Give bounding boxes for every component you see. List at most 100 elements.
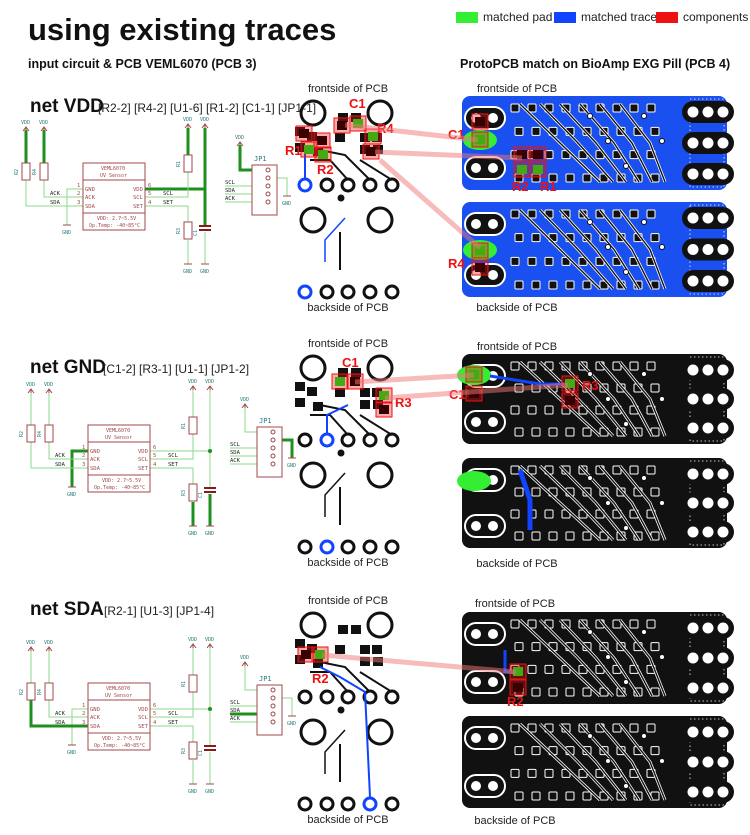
net-wire [145,205,189,222]
smd-pad [360,657,370,666]
pin-ack-label: ACK [90,715,101,721]
matched-pad [475,246,485,255]
frontside-label: frontside of PCB [477,341,557,353]
smd-pad [313,402,323,411]
connector-hole [687,682,699,694]
smd-pad [510,465,520,475]
smd-pad [629,103,639,113]
gnd-label: GND [287,463,296,469]
chip-desc: UV Sensor [105,693,132,699]
net-wire [150,467,194,484]
connector-hole [702,168,714,180]
trace [599,465,653,541]
pin-sda-label: SDA [85,204,96,210]
smd-pad [565,280,575,290]
net-wire [48,700,88,718]
smd-pad [514,791,524,801]
connector-hole [687,244,699,255]
connector-hole [702,244,714,255]
smd-pad [527,361,537,371]
trace [559,465,627,541]
net-label-ack: ACK [55,453,66,459]
via [587,113,593,119]
smd-pad [351,368,361,377]
header-pad [297,539,313,555]
via [623,163,629,169]
legend-label: components [683,10,749,24]
trace [559,723,627,801]
connector-hole [702,364,714,376]
pin-number: 3 [82,462,85,468]
connector-hole [687,106,699,118]
header-pad [340,689,356,705]
trace [310,159,349,181]
trace [539,723,614,801]
net-label-sda: SDA [50,200,61,206]
vdd-label: VDD [200,117,209,123]
via [659,244,665,250]
edge-pad [464,514,506,538]
via [641,219,647,225]
smd-pad [548,531,558,541]
component-pad [366,147,376,156]
pin-number: 3 [77,200,80,206]
pin-number: 6 [153,703,156,709]
match-connector [384,382,569,401]
connector-hole [687,622,699,634]
pin-vdd-label: VDD [138,707,148,713]
smd-pad [373,145,383,154]
smd-pad [335,388,345,397]
r4-label: R4 [37,689,43,695]
connector-hole [717,422,729,434]
edge-pad [464,212,506,236]
trace [619,361,666,437]
matched-pad [513,667,523,676]
trace [559,361,627,437]
smd-pad [372,388,382,397]
smd-pad [544,256,554,266]
trace [359,159,393,181]
vdd-label: VDD [183,117,192,123]
r2-label: R2 [19,431,25,437]
pin-set-label: SET [138,724,149,730]
r1-label: R1 [181,423,187,429]
legend-matched-pad: matched pad [456,10,552,24]
connector-hole [717,682,729,694]
chip-spec-temp: Op.Temp: -40~85°C [94,485,145,491]
connector-hole [702,497,714,509]
jp1-pin [265,175,271,181]
pin-gnd-label: GND [90,707,100,713]
jp1-body [256,684,283,736]
jp1-body [251,164,278,216]
pin-number: 5 [153,711,156,717]
trace [619,103,666,183]
smd-pad [565,791,575,801]
edge-hole [488,417,498,427]
pin-number: 2 [77,191,80,197]
jp1-pin [270,719,276,725]
via [605,500,611,506]
trace [619,619,666,697]
smd-pad [510,361,520,371]
matched-pad [368,132,378,141]
edge-hole [471,733,481,743]
jp1-scl-label: SCL [230,700,241,706]
connector-hole [717,786,729,798]
smd-pad [646,465,656,475]
header-pad [319,284,335,300]
via [641,475,647,481]
backside-label: backside of PCB [307,302,388,314]
edge-hole [488,521,498,531]
net-pins-vdd: [R2-2] [R4-2] [U1-6] [R1-2] [C1-1] [JP1-… [98,101,317,115]
matched-trace [319,666,371,798]
smd-pad [531,280,541,290]
chip-spec-voltage: VDD: 2.7~5.5V [102,478,141,484]
header-pad [319,796,335,812]
trace [539,619,614,697]
via [659,500,665,506]
smd-pad [612,465,622,475]
smd-pad [527,209,537,219]
